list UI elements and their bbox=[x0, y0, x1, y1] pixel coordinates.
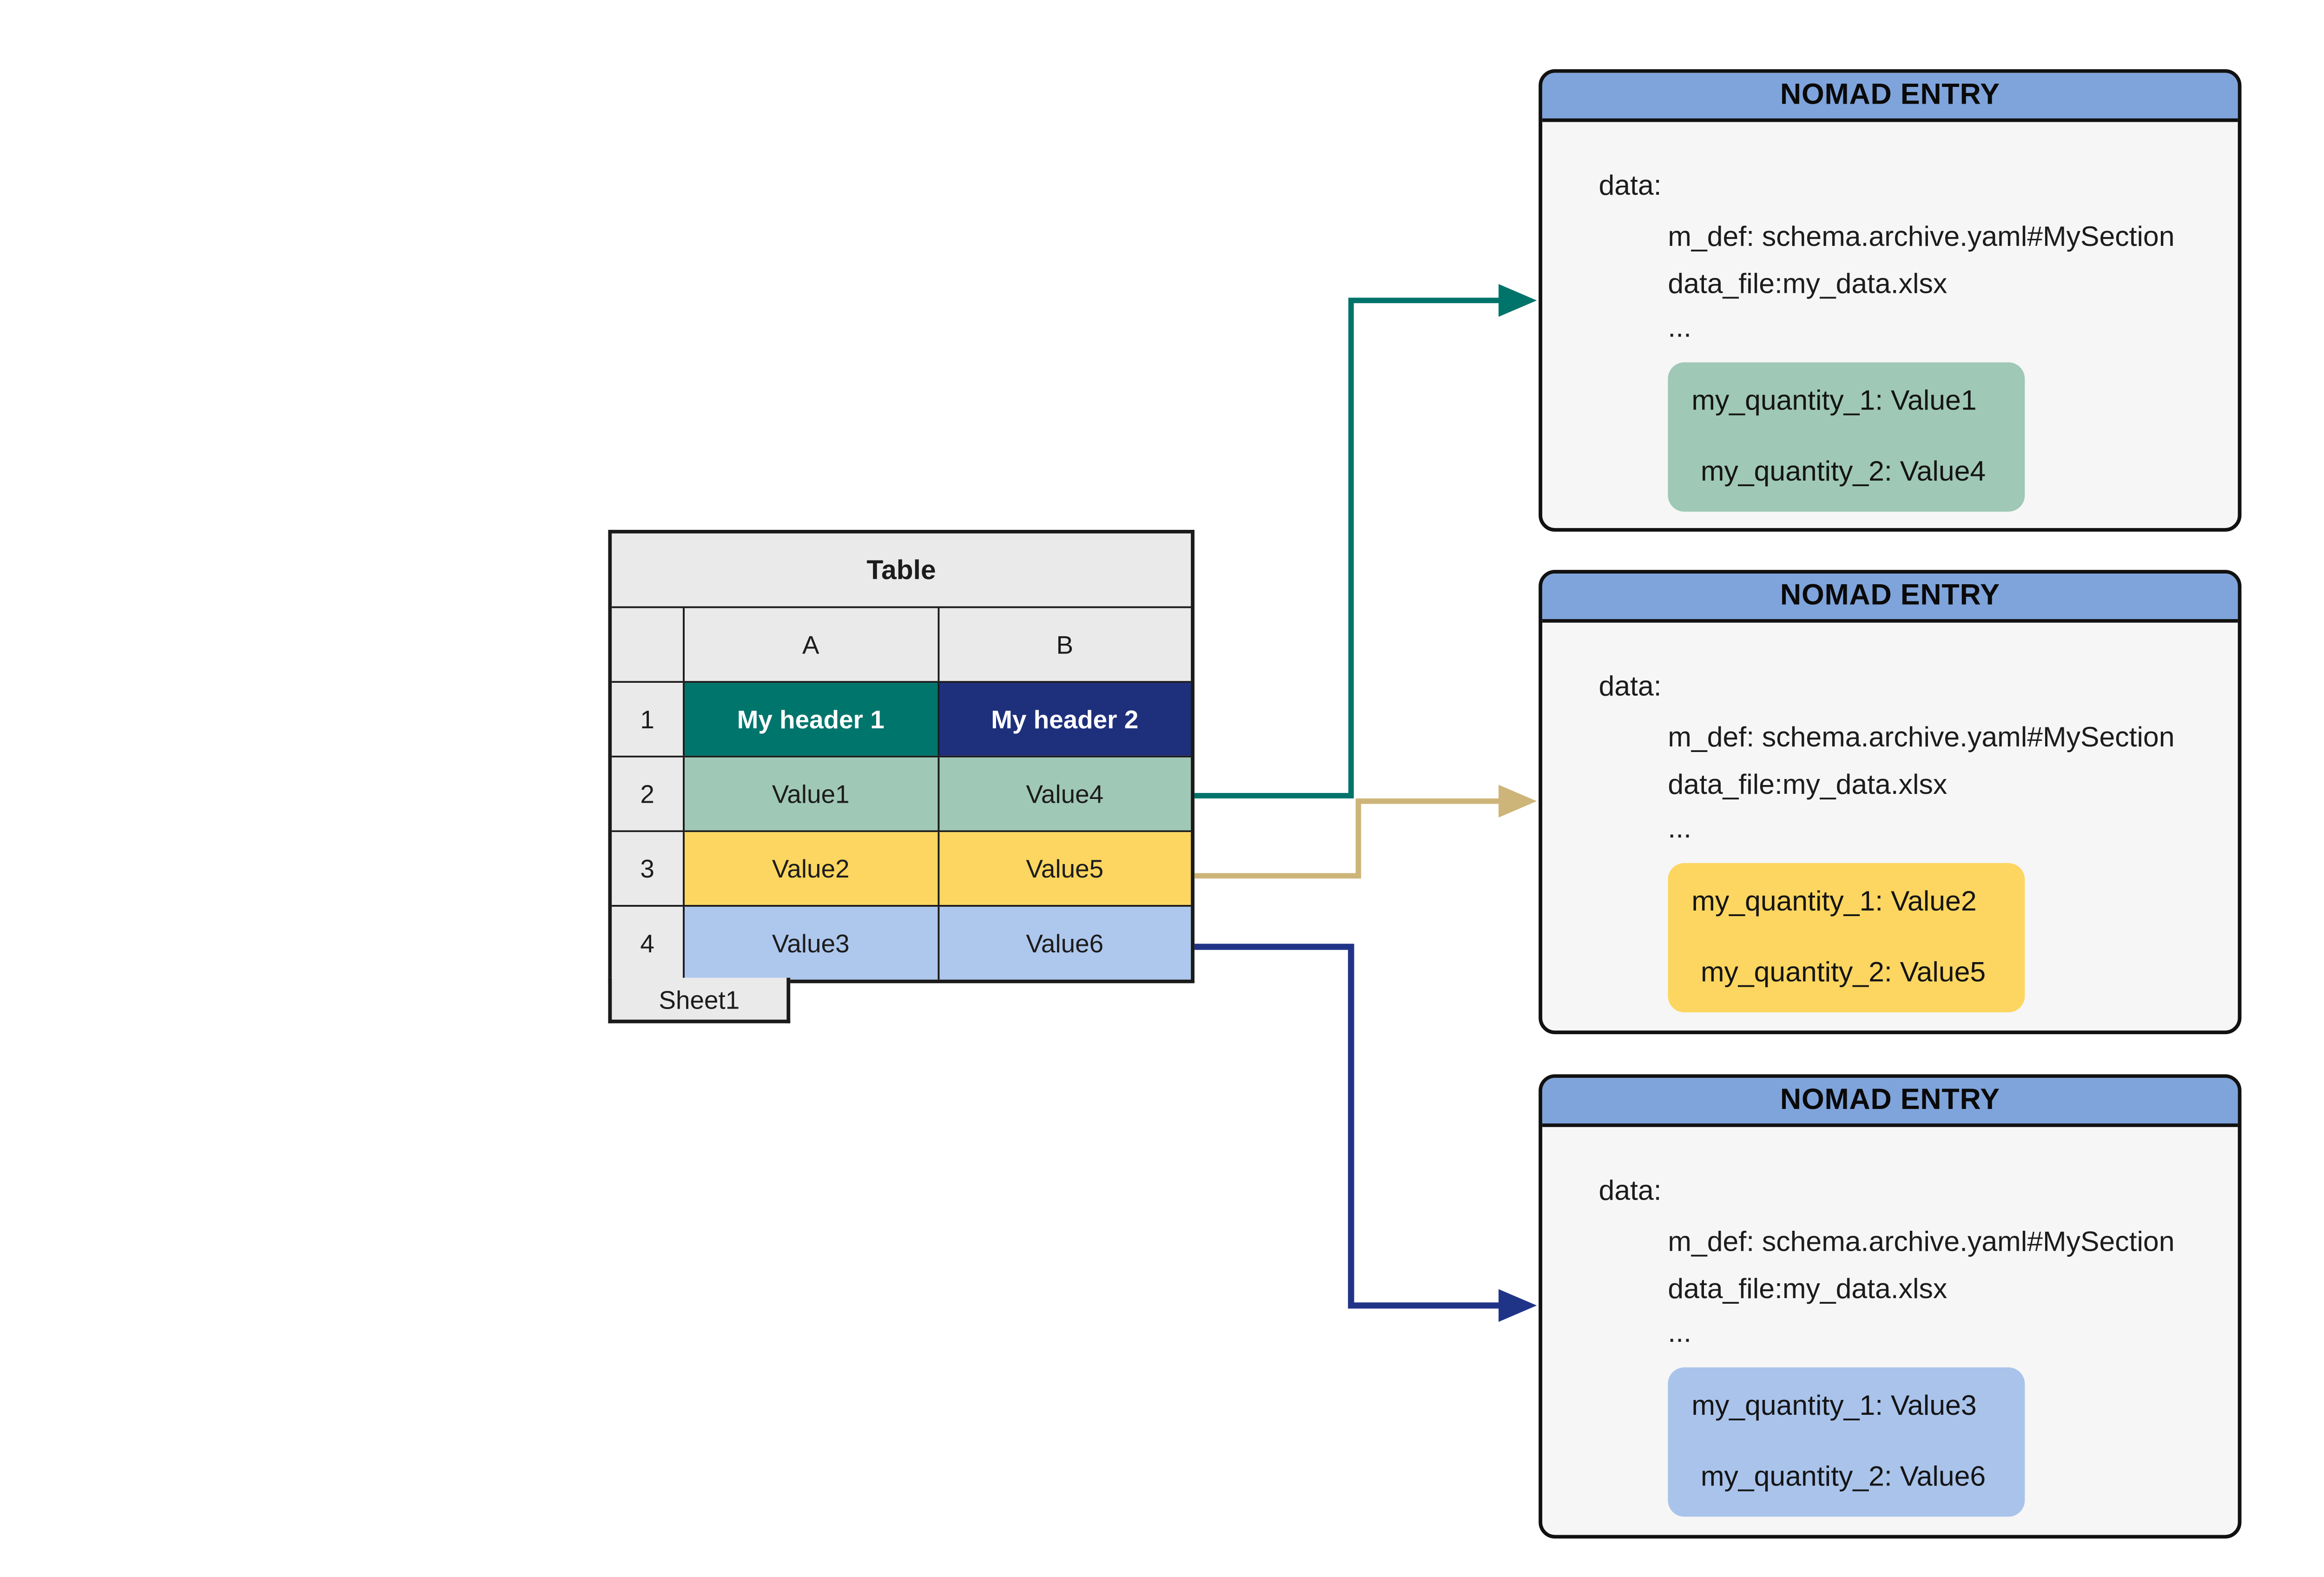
quantity-highlight-box: my_quantity_1: Value1 my_quantity_2: Val… bbox=[1668, 362, 2025, 512]
quantity-highlight-box: my_quantity_1: Value2 my_quantity_2: Val… bbox=[1668, 863, 2025, 1013]
quantity-1-line: my_quantity_1: Value2 bbox=[1691, 886, 1977, 918]
nomad-entry-card-1: NOMAD ENTRY data: m_def: schema.archive.… bbox=[1538, 69, 2242, 532]
row-number: 1 bbox=[612, 683, 685, 756]
arrow-row3-to-entry2 bbox=[1194, 785, 1537, 879]
corner-cell bbox=[612, 608, 685, 681]
data-file-line: data_file:my_data.xlsx bbox=[1668, 1274, 1948, 1306]
table-title: Table bbox=[612, 533, 1191, 608]
arrow-row2-to-entry1 bbox=[1194, 284, 1537, 798]
ellipsis-line: ... bbox=[1668, 814, 1692, 845]
cell-value1: Value1 bbox=[684, 757, 939, 831]
quantity-1-line: my_quantity_1: Value1 bbox=[1691, 386, 1977, 417]
nomad-entry-card-2: NOMAD ENTRY data: m_def: schema.archive.… bbox=[1538, 570, 2242, 1035]
cell-value6: Value6 bbox=[938, 906, 1191, 980]
row-number: 2 bbox=[612, 757, 685, 831]
cell-my-header-1: My header 1 bbox=[684, 683, 939, 756]
ellipsis-line: ... bbox=[1668, 1318, 1692, 1349]
nomad-entry-card-3: NOMAD ENTRY data: m_def: schema.archive.… bbox=[1538, 1074, 2242, 1539]
arrow-row4-to-entry3 bbox=[1194, 944, 1537, 1322]
m-def-line: m_def: schema.archive.yaml#MySection bbox=[1668, 1227, 2175, 1258]
quantity-highlight-box: my_quantity_1: Value3 my_quantity_2: Val… bbox=[1668, 1367, 2025, 1517]
cell-my-header-2: My header 2 bbox=[938, 683, 1191, 756]
quantity-2-line: my_quantity_2: Value6 bbox=[1700, 1462, 1986, 1493]
data-label: data: bbox=[1598, 672, 1662, 703]
nomad-entry-title: NOMAD ENTRY bbox=[1542, 1078, 2238, 1127]
row-number: 4 bbox=[612, 906, 685, 980]
cell-value3: Value3 bbox=[684, 906, 939, 980]
m-def-line: m_def: schema.archive.yaml#MySection bbox=[1668, 723, 2175, 754]
column-header-b: B bbox=[938, 608, 1191, 681]
table-row: 3 Value2 Value5 bbox=[612, 832, 1191, 907]
table-row: 4 Value3 Value6 bbox=[612, 906, 1191, 980]
quantity-2-line: my_quantity_2: Value4 bbox=[1700, 457, 1986, 488]
table-row: 2 Value1 Value4 bbox=[612, 757, 1191, 832]
data-file-line: data_file:my_data.xlsx bbox=[1668, 770, 1948, 801]
table-row: 1 My header 1 My header 2 bbox=[612, 683, 1191, 758]
cell-value2: Value2 bbox=[684, 832, 939, 905]
sheet-tab: Sheet1 bbox=[608, 977, 791, 1023]
nomad-entry-title: NOMAD ENTRY bbox=[1542, 73, 2238, 122]
column-header-a: A bbox=[684, 608, 939, 681]
ellipsis-line: ... bbox=[1668, 313, 1692, 344]
data-label: data: bbox=[1598, 171, 1662, 202]
spreadsheet-table: Table A B 1 My header 1 My header 2 2 Va… bbox=[608, 529, 1195, 983]
data-file-line: data_file:my_data.xlsx bbox=[1668, 269, 1948, 301]
cell-value5: Value5 bbox=[938, 832, 1191, 905]
column-header-row: A B bbox=[612, 608, 1191, 683]
m-def-line: m_def: schema.archive.yaml#MySection bbox=[1668, 222, 2175, 253]
nomad-entry-title: NOMAD ENTRY bbox=[1542, 574, 2238, 623]
row-number: 3 bbox=[612, 832, 685, 905]
data-label: data: bbox=[1598, 1176, 1662, 1207]
cell-value4: Value4 bbox=[938, 757, 1191, 831]
quantity-1-line: my_quantity_1: Value3 bbox=[1691, 1391, 1977, 1422]
quantity-2-line: my_quantity_2: Value5 bbox=[1700, 957, 1986, 989]
